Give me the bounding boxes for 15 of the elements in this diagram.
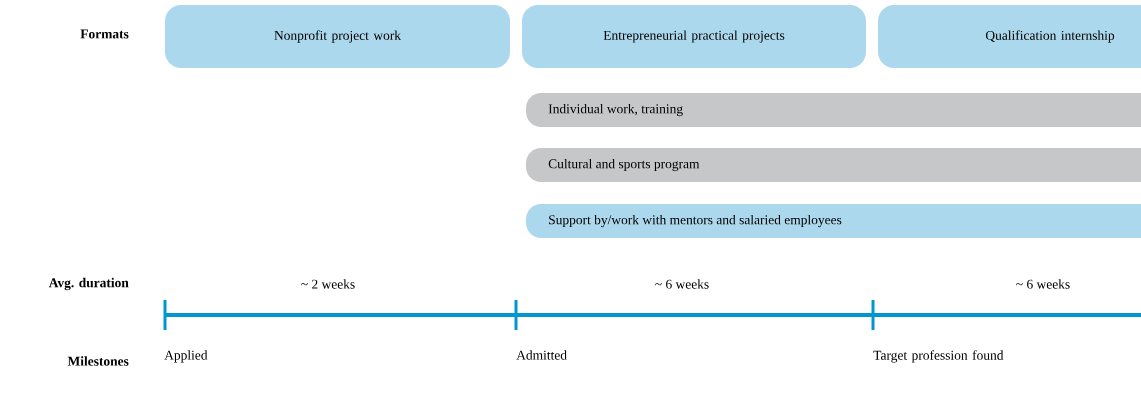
row-header: Avg. duration — [48, 277, 129, 291]
milestone-label: Admitted — [516, 350, 567, 360]
duration-label: ~ 6 weeks — [655, 279, 709, 289]
activity-bar: Individual work, training — [526, 93, 1141, 127]
activity-bar: Cultural and sports program — [526, 148, 1141, 182]
duration-label: ~ 6 weeks — [1016, 279, 1070, 289]
milestone-label: Applied — [164, 350, 208, 363]
activity-bar: Support by/work with mentors and salaried employees — [526, 204, 1141, 238]
format-box: Nonprofit project work — [165, 5, 510, 68]
duration-label: ~ 2 weeks — [301, 279, 355, 289]
milestone-label: Target profession found — [873, 350, 1004, 363]
format-box: Qualification internship — [878, 5, 1141, 68]
row-header: Milestones — [67, 356, 129, 366]
format-box: Entrepreneurial practical projects — [522, 5, 866, 68]
row-header: Formats — [80, 29, 129, 39]
